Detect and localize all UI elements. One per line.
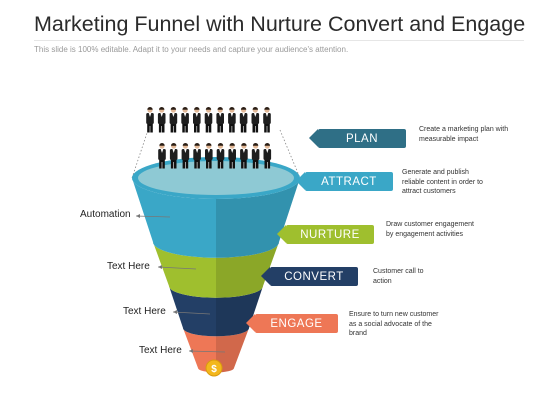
person-icon bbox=[263, 106, 271, 133]
person-icon bbox=[263, 143, 272, 169]
side-label-text-1: Text Here bbox=[107, 261, 150, 272]
title-divider bbox=[34, 40, 524, 41]
person-icon bbox=[193, 106, 201, 133]
side-label-text-2: Text Here bbox=[123, 306, 166, 317]
person-icon bbox=[251, 143, 260, 169]
automation-arrowhead bbox=[136, 214, 140, 218]
stage-desc-convert: Customer call to action bbox=[373, 268, 424, 285]
person-icon bbox=[251, 107, 260, 133]
person-icon bbox=[205, 143, 213, 169]
page-subtitle: This slide is 100% editable. Adapt it to… bbox=[34, 45, 349, 54]
stage-desc-attract: Generate and publish reliable content in… bbox=[402, 169, 483, 195]
stage-label-convert: CONVERT bbox=[284, 270, 344, 283]
person-icon bbox=[228, 106, 236, 133]
band-convert-shade bbox=[216, 286, 263, 337]
text3-pointer bbox=[188, 350, 226, 353]
person-icon bbox=[169, 106, 178, 133]
side-label-text-3: Text Here bbox=[139, 345, 182, 356]
text3-arrowhead bbox=[189, 349, 193, 353]
person-icon bbox=[157, 106, 166, 133]
text1-arrowhead bbox=[158, 265, 162, 269]
person-icon bbox=[204, 106, 213, 133]
guide-line-right bbox=[279, 129, 301, 179]
person-icon bbox=[181, 106, 189, 133]
stage-desc-plan: Create a marketing plan with measurable … bbox=[419, 126, 509, 143]
band-engage-shade bbox=[216, 328, 249, 373]
text2-arrowhead bbox=[173, 310, 177, 314]
automation-pointer bbox=[135, 215, 171, 218]
band-convert bbox=[169, 286, 263, 337]
text1-pointer bbox=[157, 266, 197, 270]
person-icon bbox=[240, 142, 248, 169]
band-attract bbox=[132, 178, 300, 258]
funnel-top bbox=[138, 161, 294, 195]
text2-pointer bbox=[172, 311, 211, 315]
stage-tag-attract: ATTRACT bbox=[296, 172, 393, 191]
person-icon bbox=[216, 106, 224, 133]
stage-label-nurture: NURTURE bbox=[300, 228, 360, 241]
coin-icon bbox=[205, 359, 223, 377]
stage-label-plan: PLAN bbox=[345, 132, 379, 145]
person-icon bbox=[181, 142, 190, 169]
person-icon bbox=[193, 142, 201, 169]
audience-people-group bbox=[146, 106, 272, 169]
person-icon bbox=[228, 143, 236, 169]
coin-symbol: $ bbox=[211, 364, 217, 375]
guide-line-left bbox=[131, 129, 149, 179]
person-icon bbox=[158, 143, 166, 169]
stage-tag-engage: ENGAGE bbox=[246, 314, 338, 333]
stage-tag-plan: PLAN bbox=[309, 129, 406, 148]
stage-tag-nurture: NURTURE bbox=[277, 225, 374, 244]
band-nurture bbox=[153, 242, 279, 298]
stage-desc-nurture: Draw customer engagement by engagement a… bbox=[386, 221, 474, 238]
stage-label-engage: ENGAGE bbox=[270, 317, 323, 330]
stage-tag-convert: CONVERT bbox=[261, 267, 358, 286]
person-icon bbox=[216, 143, 225, 169]
stage-label-attract: ATTRACT bbox=[321, 175, 377, 188]
side-label-automation: Automation bbox=[80, 209, 131, 220]
person-icon bbox=[146, 106, 154, 133]
funnel-bands bbox=[132, 178, 300, 373]
person-icon bbox=[239, 106, 248, 133]
band-engage bbox=[183, 328, 249, 373]
page-title: Marketing Funnel with Nurture Convert an… bbox=[34, 12, 526, 36]
stage-desc-engage: Ensure to turn new customer as a social … bbox=[349, 311, 439, 337]
person-icon bbox=[169, 143, 178, 169]
